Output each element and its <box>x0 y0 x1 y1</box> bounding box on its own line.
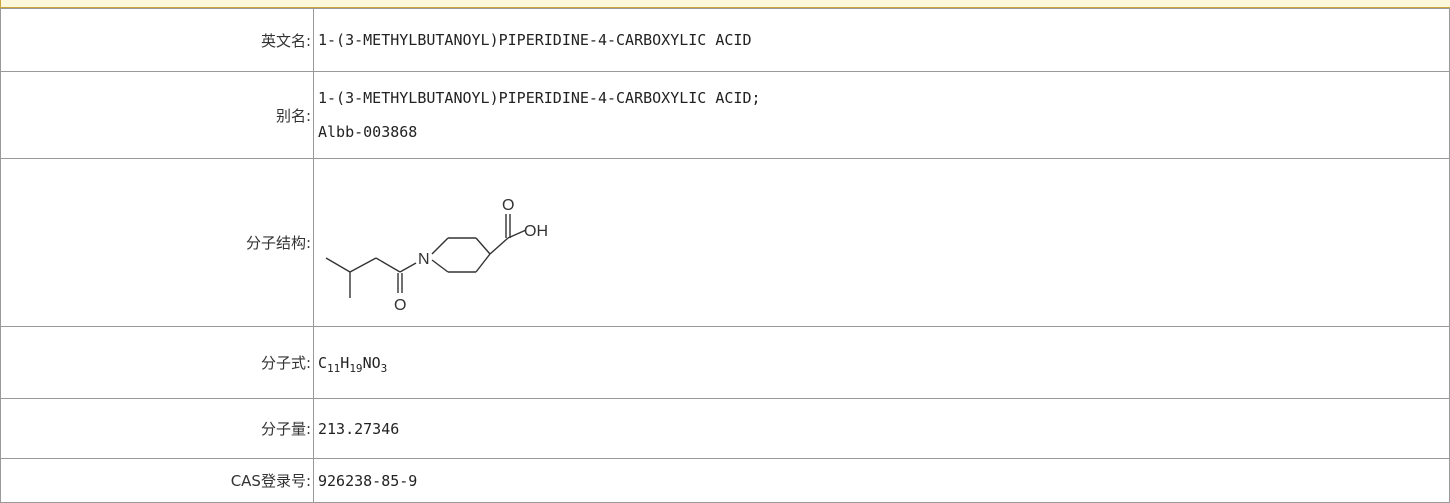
weight-label: 分子量: <box>0 398 314 459</box>
english-name-text: 1-(3-METHYLBUTANOYL)PIPERIDINE-4-CARBOXY… <box>318 31 752 49</box>
atom-o-top: O <box>502 197 514 214</box>
structure-value: O OH N O <box>313 158 1450 327</box>
molecule-structure-svg: O OH N O <box>325 197 548 314</box>
formula-value: C11H19NO3 <box>313 326 1450 399</box>
alias-value: 1-(3-METHYLBUTANOYL)PIPERIDINE-4-CARBOXY… <box>313 71 1450 159</box>
formula-h-count: 19 <box>349 361 363 375</box>
formula-c: C <box>318 353 328 372</box>
atom-o-bottom: O <box>394 297 406 314</box>
english-name-label: 英文名: <box>0 8 314 72</box>
molecule-structure-image: O OH N O <box>318 172 1449 314</box>
section-header-bar <box>0 0 1450 8</box>
formula-o-count: 3 <box>380 361 388 375</box>
weight-value: 213.27346 <box>313 398 1450 459</box>
alias-line-2: Albb-003868 <box>318 123 418 141</box>
section-header-edge <box>0 0 1 8</box>
english-name-value: 1-(3-METHYLBUTANOYL)PIPERIDINE-4-CARBOXY… <box>313 8 1450 72</box>
cas-label: CAS登录号: <box>0 458 314 503</box>
formula-no: NO <box>362 353 381 372</box>
molecule-atom-labels: O OH N O <box>394 197 548 314</box>
row-english-name: 英文名: 1-(3-METHYLBUTANOYL)PIPERIDINE-4-CA… <box>0 8 1450 72</box>
compound-info-table: 英文名: 1-(3-METHYLBUTANOYL)PIPERIDINE-4-CA… <box>0 8 1450 503</box>
alias-label: 别名: <box>0 71 314 159</box>
alias-line-1: 1-(3-METHYLBUTANOYL)PIPERIDINE-4-CARBOXY… <box>318 89 761 107</box>
row-weight: 分子量: 213.27346 <box>0 398 1450 459</box>
atom-n: N <box>418 251 430 268</box>
formula-label: 分子式: <box>0 326 314 399</box>
row-cas: CAS登录号: 926238-85-9 <box>0 458 1450 503</box>
formula-h: H <box>340 353 350 372</box>
row-alias: 别名: 1-(3-METHYLBUTANOYL)PIPERIDINE-4-CAR… <box>0 71 1450 159</box>
atom-oh: OH <box>524 223 548 240</box>
molecule-bonds <box>325 213 527 298</box>
cas-value: 926238-85-9 <box>313 458 1450 503</box>
formula-c-count: 11 <box>327 361 341 375</box>
row-formula: 分子式: C11H19NO3 <box>0 326 1450 399</box>
structure-label: 分子结构: <box>0 158 314 327</box>
row-structure: 分子结构: <box>0 158 1450 327</box>
